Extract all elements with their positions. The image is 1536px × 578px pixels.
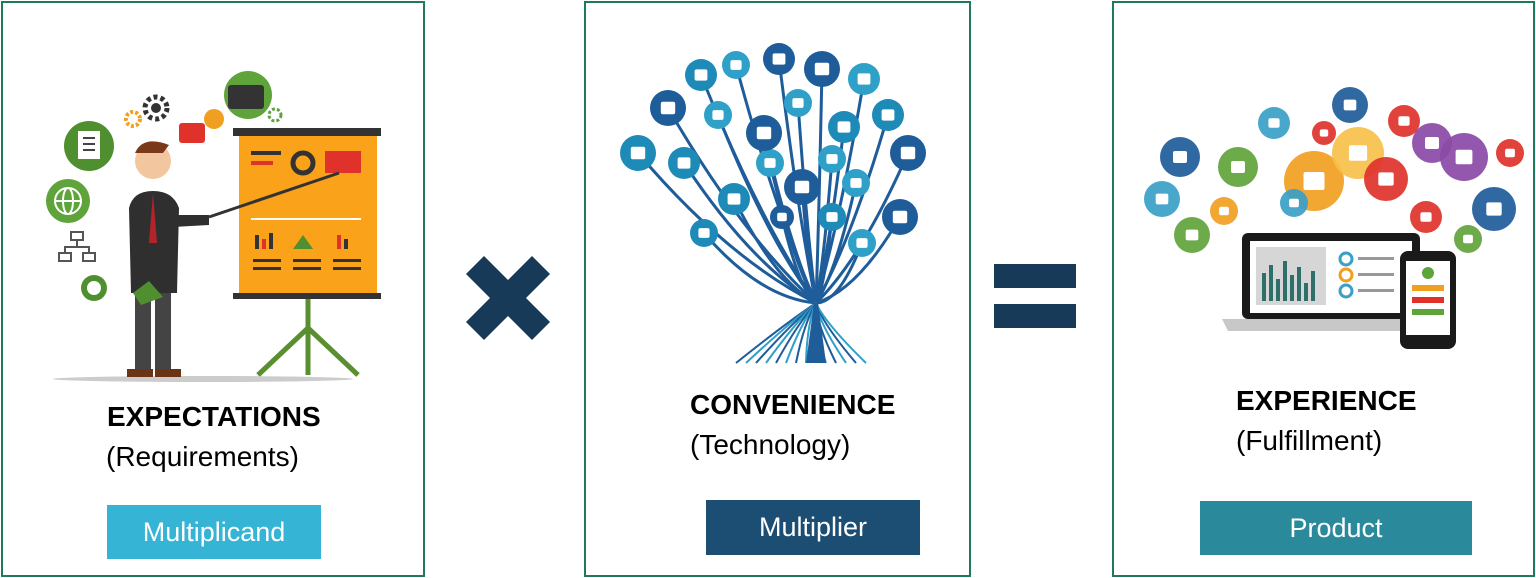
panel-expectations: EXPECTATIONS (Requirements) Multiplicand bbox=[1, 1, 425, 577]
gear-icon bbox=[267, 107, 283, 123]
panel-title: CONVENIENCE bbox=[690, 389, 896, 420]
panel-subtitle: (Technology) bbox=[690, 429, 851, 460]
gear-icon bbox=[142, 94, 170, 122]
panel-subtitle: (Fulfillment) bbox=[1236, 425, 1383, 456]
multiply-icon bbox=[466, 256, 550, 340]
multiplier-badge: Multiplier bbox=[706, 500, 920, 555]
coin-icon bbox=[204, 109, 224, 129]
presenter-figure bbox=[53, 141, 353, 382]
panel-convenience: CONVENIENCE (Technology) Multiplier bbox=[584, 1, 971, 577]
laptop-icon bbox=[1222, 233, 1434, 331]
presenter-illustration bbox=[46, 71, 381, 382]
devices-cloud-illustration bbox=[1144, 87, 1524, 349]
multiplicand-badge: Multiplicand bbox=[107, 505, 321, 559]
org-chart-icon bbox=[58, 231, 96, 262]
equals-icon bbox=[994, 264, 1076, 328]
presentation-board bbox=[233, 128, 381, 377]
panel-experience: EXPERIENCE (Fulfillment) Product bbox=[1112, 1, 1535, 577]
panel-subtitle: (Requirements) bbox=[106, 441, 299, 472]
gear-icon bbox=[124, 110, 142, 128]
technology-tree-illustration bbox=[620, 43, 926, 364]
panel-title: EXPECTATIONS bbox=[107, 401, 321, 432]
phone-icon bbox=[1400, 251, 1456, 349]
chat-icon bbox=[179, 123, 205, 143]
product-badge: Product bbox=[1200, 501, 1472, 555]
panel-title: EXPERIENCE bbox=[1236, 385, 1417, 416]
